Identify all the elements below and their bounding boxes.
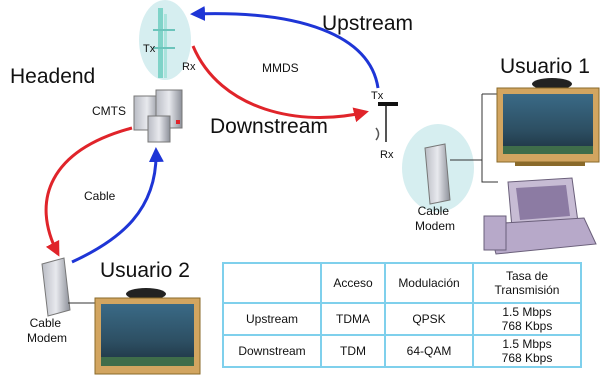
downstream-label: Downstream	[210, 115, 328, 138]
table-header-cell: Acceso	[320, 262, 386, 304]
usuario2-label: Usuario 2	[100, 259, 190, 282]
television-1-icon	[496, 78, 600, 166]
tower-tx-label: Tx	[143, 43, 156, 55]
cable-modem-1-icon	[424, 143, 451, 205]
desktop-computer-icon	[483, 177, 597, 255]
table-cell: QPSK	[384, 302, 474, 336]
antenna-icon	[375, 102, 398, 142]
cmts-server-icon	[133, 89, 183, 143]
cable-label: Cable	[84, 189, 116, 203]
downstream-arrow-mmds	[191, 45, 369, 123]
headend-label: Headend	[10, 65, 95, 88]
user1-connection-lines	[481, 94, 498, 183]
upstream-arrow-mmds	[190, 6, 380, 89]
tower-rx-label: Rx	[182, 61, 196, 73]
table-cell: Upstream	[222, 302, 322, 336]
cable-modem-2-label: Cable Modem	[27, 316, 67, 345]
mmds-label: MMDS	[262, 61, 299, 75]
antenna-rx-label: Rx	[380, 149, 394, 161]
table-cell: Downstream	[222, 334, 322, 368]
upstream-arrow-cable	[71, 147, 164, 264]
table-header-cell: Modulación	[384, 262, 474, 304]
table-cell: 64-QAM	[384, 334, 474, 368]
cable-modem-1-label: Cable Modem	[415, 204, 455, 233]
cmts-label: CMTS	[92, 104, 126, 118]
upstream-label: Upstream	[322, 12, 413, 35]
downstream-arrow-cable	[44, 126, 133, 257]
cable-modem-2-icon	[41, 257, 71, 317]
antenna-tx-label: Tx	[371, 90, 384, 102]
usuario1-label: Usuario 1	[500, 55, 590, 78]
television-2-icon	[94, 288, 201, 375]
table-cell: TDMA	[320, 302, 386, 336]
table-cell: TDM	[320, 334, 386, 368]
table-header-cell	[222, 262, 322, 304]
transmission-tower-icon	[139, 0, 191, 80]
